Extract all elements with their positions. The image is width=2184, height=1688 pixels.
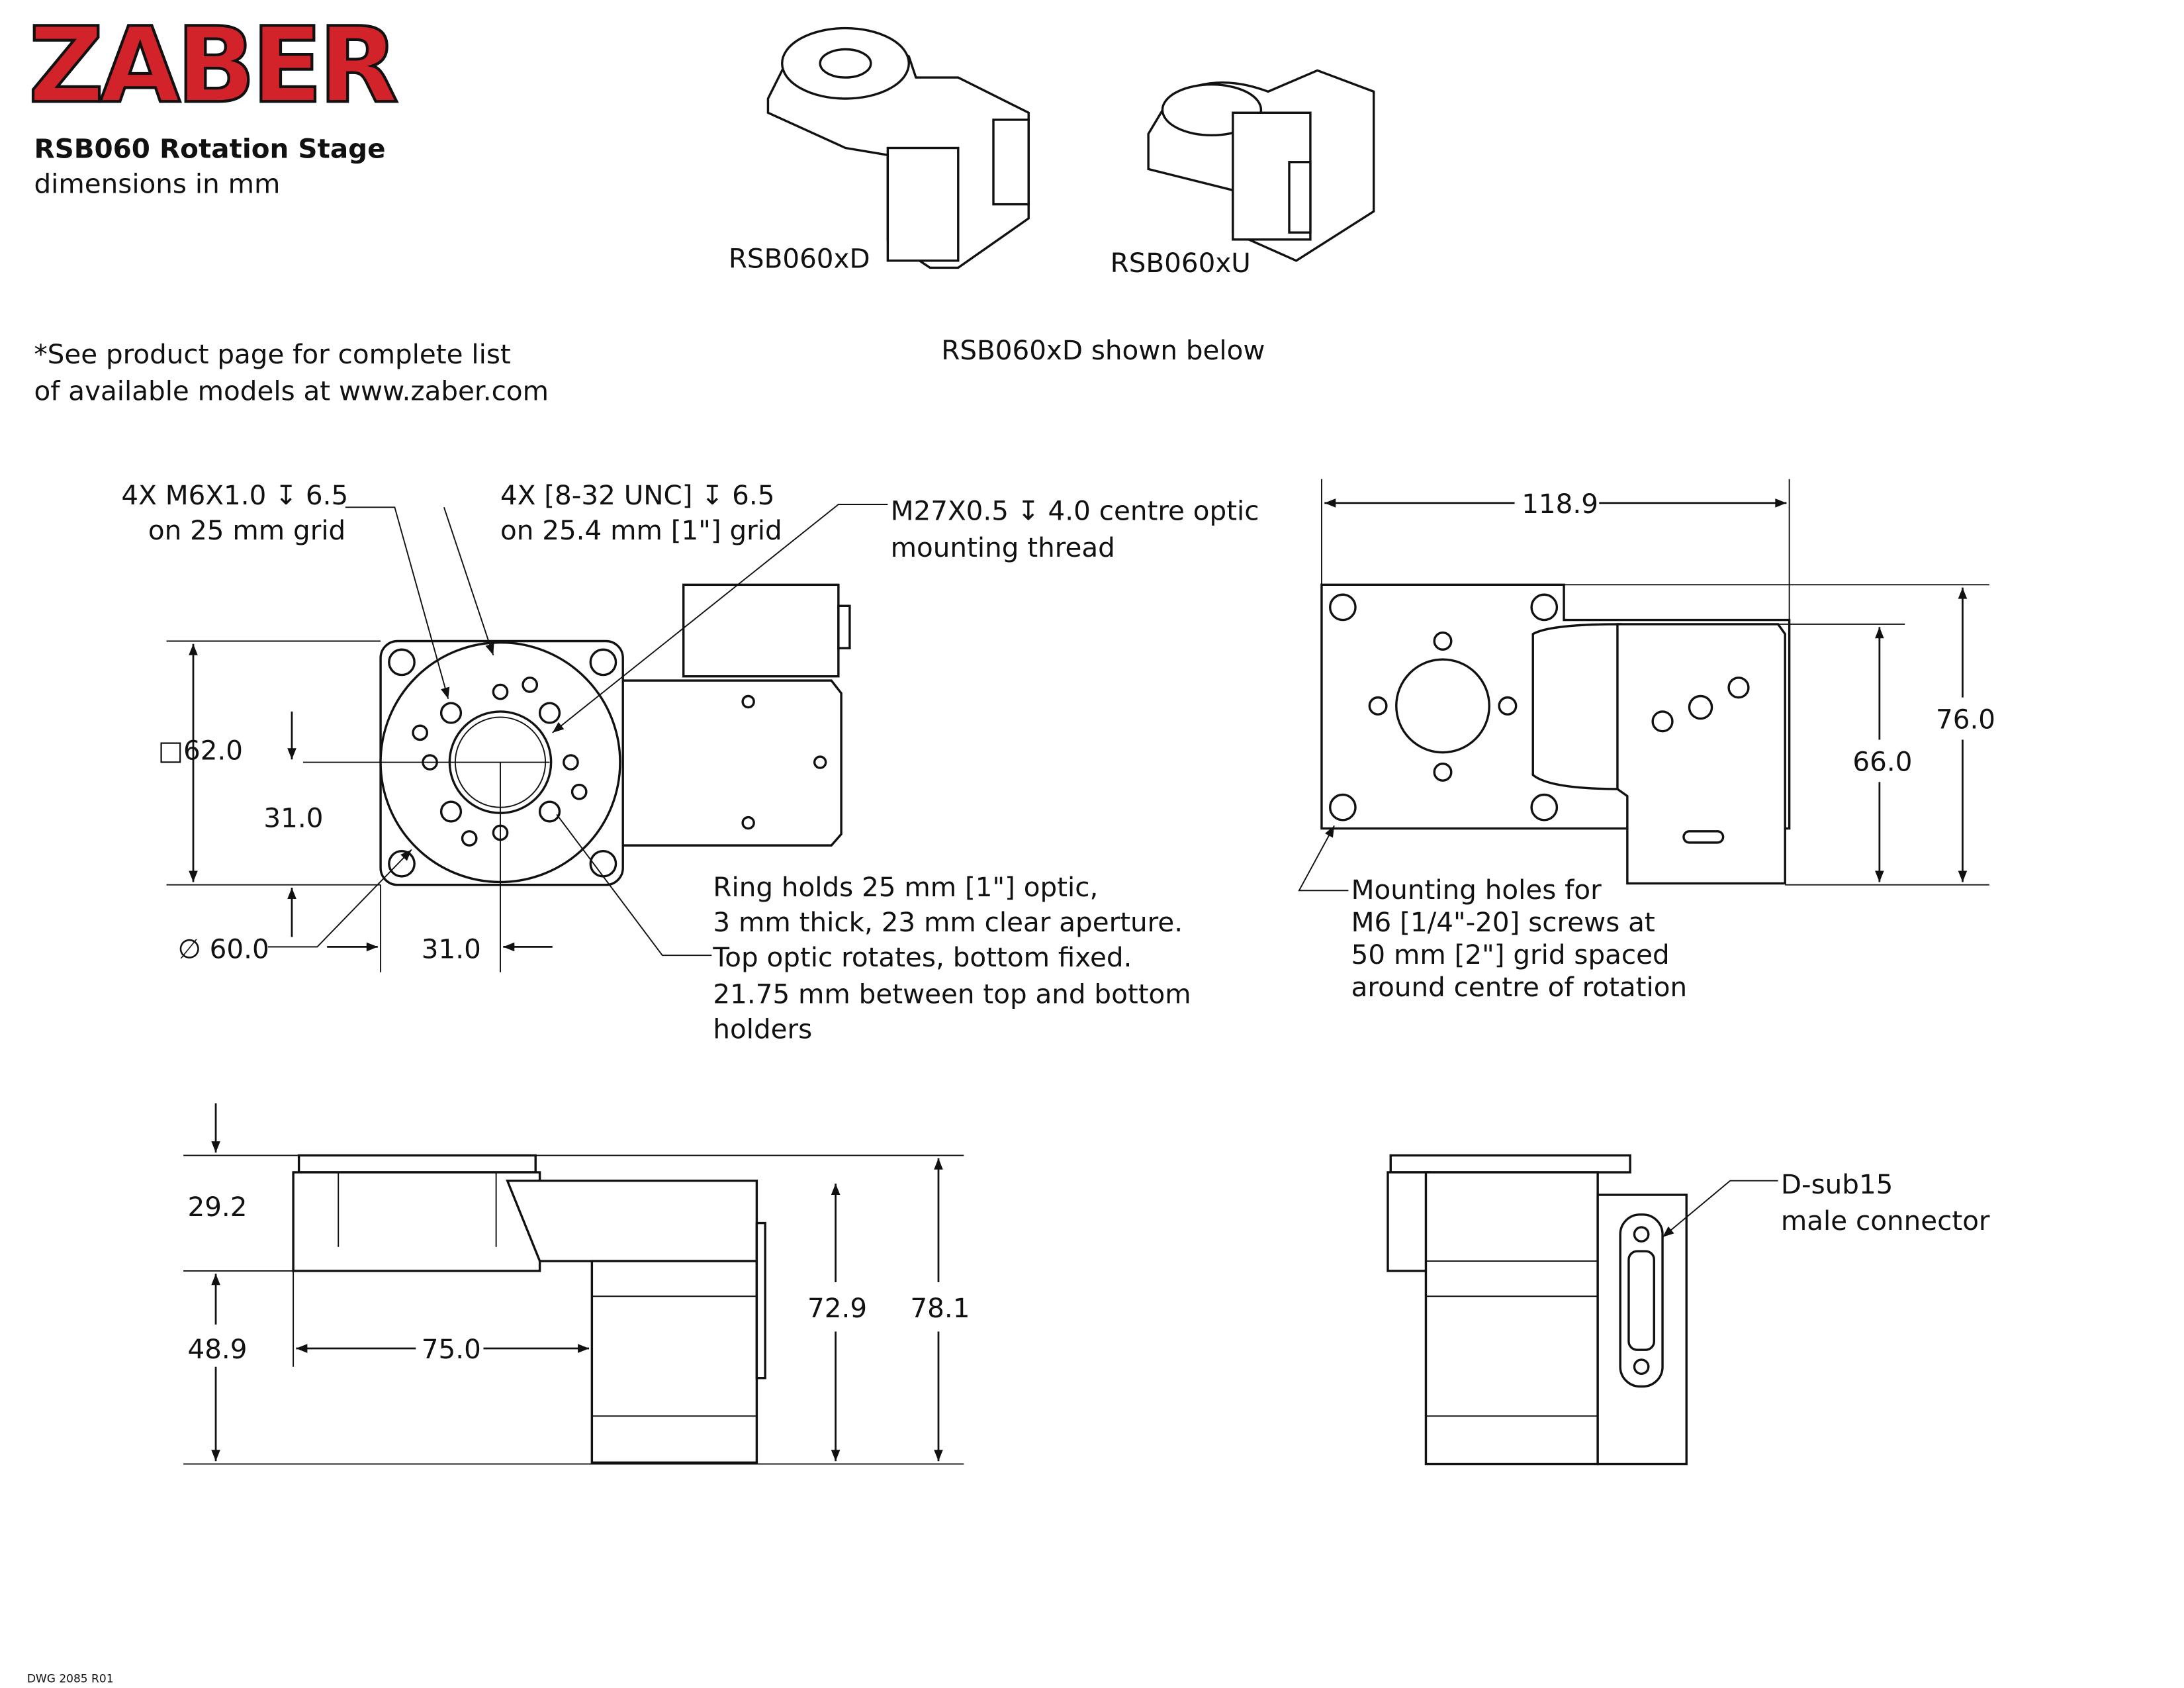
ring-note-line: 21.75 mm between top and bottom	[713, 978, 1191, 1010]
dim-diameter-60: ∅ 60.0	[178, 933, 269, 964]
832-callout-line2: on 25.4 mm [1"] grid	[500, 514, 782, 546]
mounting-note-line: 50 mm [2"] grid spaced	[1351, 939, 1670, 970]
dim-48-9: 48.9	[187, 1333, 247, 1365]
dim-75: 75.0	[422, 1333, 481, 1365]
dim-height-76: 76.0	[1936, 703, 1995, 735]
ring-note-line: Top optic rotates, bottom fixed.	[712, 941, 1132, 973]
drawing-number: DWG 2085 R01	[27, 1672, 114, 1685]
ring-note-line: Ring holds 25 mm [1"] optic,	[713, 871, 1098, 903]
ring-note-line: holders	[713, 1013, 812, 1045]
units-note: dimensions in mm	[34, 168, 280, 200]
connector-label-line2: male connector	[1781, 1205, 1990, 1237]
end-view	[1387, 1154, 1778, 1466]
connector-label-line1: D-sub15	[1781, 1168, 1893, 1200]
dim-72-9: 72.9	[807, 1292, 867, 1324]
dim-29-2: 29.2	[187, 1191, 247, 1223]
mounting-note-line: Mounting holes for	[1351, 874, 1602, 906]
dim-half-height-31: 31.0	[263, 802, 323, 833]
m6-callout-line1: 4X M6X1.0 ↧ 6.5	[121, 479, 348, 511]
m27-callout-line1: M27X0.5 ↧ 4.0 centre optic	[891, 494, 1259, 526]
model-d-isometric	[766, 26, 1030, 269]
model-d-label: RSB060xD	[729, 242, 870, 274]
dim-width-118-9: 118.9	[1522, 488, 1598, 520]
m6-callout-line2: on 25 mm grid	[148, 514, 345, 546]
dim-square-62: □62.0	[158, 734, 243, 766]
mounting-note: Mounting holes for M6 [1/4"-20] screws a…	[1351, 874, 1688, 1003]
mounting-note-line: around centre of rotation	[1351, 971, 1688, 1003]
ring-note: Ring holds 25 mm [1"] optic, 3 mm thick,…	[712, 871, 1191, 1045]
ring-note-line: 3 mm thick, 23 mm clear aperture.	[713, 906, 1183, 938]
dim-height-66: 66.0	[1852, 745, 1912, 777]
zaber-logo: ZABER	[28, 5, 397, 126]
shown-below-label: RSB060xD shown below	[941, 334, 1265, 366]
dim-half-width-31: 31.0	[422, 933, 481, 964]
model-u-isometric	[1147, 69, 1375, 262]
header: ZABER RSB060 Rotation Stage dimensions i…	[27, 4, 549, 407]
m27-callout-line2: mounting thread	[891, 532, 1115, 563]
model-u-label: RSB060xU	[1111, 247, 1251, 279]
mounting-note-line: M6 [1/4"-20] screws at	[1351, 906, 1655, 938]
832-callout-line1: 4X [8-32 UNC] ↧ 6.5	[500, 479, 774, 511]
top-view	[166, 504, 888, 972]
dim-78-1: 78.1	[910, 1292, 970, 1324]
drawing-title: RSB060 Rotation Stage	[34, 132, 385, 164]
product-note-line1: *See product page for complete list	[34, 338, 510, 370]
front-view	[183, 1103, 964, 1465]
product-note-line2: of available models at www.zaber.com	[34, 375, 549, 407]
side-view	[1298, 479, 1989, 892]
